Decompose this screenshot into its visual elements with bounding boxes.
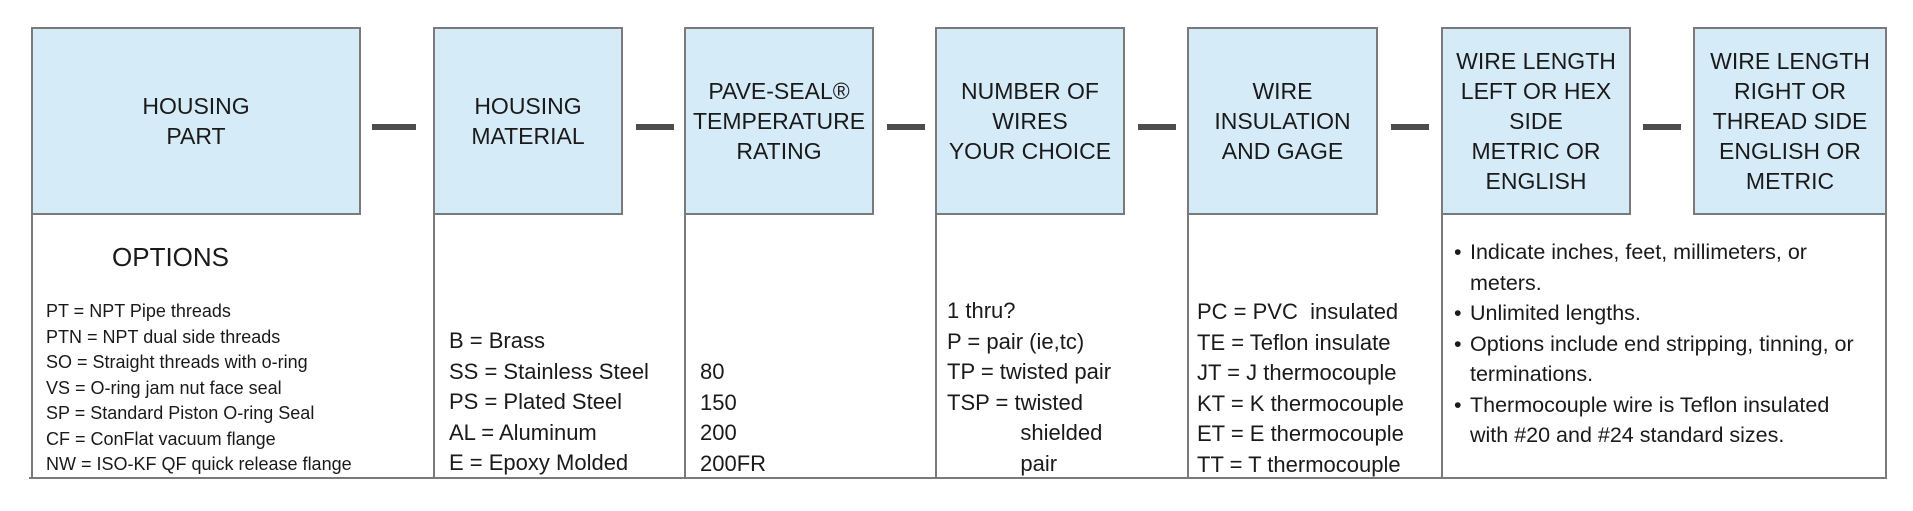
list-item: P = pair (ie,tc) [947, 328, 1085, 354]
connector-dash [372, 124, 416, 130]
wire-length-notes: Indicate inches, feet, millimeters, or m… [1454, 237, 1865, 451]
list-item: JT = J thermocouple [1197, 360, 1397, 385]
list-item: VS = O-ring jam nut face seal [46, 377, 282, 398]
list-item: 1 thru? [947, 298, 1016, 323]
header-temperature-rating: PAVE-SEAL® TEMPERATURE RATING [684, 27, 874, 215]
housing-part-options: PT = NPT Pipe threads PTN = NPT dual sid… [46, 299, 352, 478]
header-wire-length-left: WIRE LENGTH LEFT OR HEX SIDE METRIC OR E… [1441, 27, 1631, 215]
list-item: TT = T thermocouple [1197, 451, 1401, 477]
column-divider [1187, 213, 1189, 479]
number-of-wires-options: 1 thru? P = pair (ie,tc) TP = twisted pa… [947, 296, 1111, 479]
list-item: SS = Stainless Steel [449, 358, 649, 384]
housing-material-options: B = Brass SS = Stainless Steel PS = Plat… [449, 326, 649, 479]
header-housing-part-label: HOUSING PART [142, 93, 250, 149]
connector-dash [636, 124, 674, 130]
list-item: shielded [947, 420, 1103, 445]
baseline-rule [29, 477, 1887, 479]
bullet-note: Indicate inches, feet, millimeters, or m… [1454, 237, 1865, 298]
list-item: PS = Plated Steel [449, 389, 623, 414]
options-title: OPTIONS [112, 242, 230, 272]
header-housing-part: HOUSING PART [31, 27, 361, 215]
list-item: E = Epoxy Molded [449, 450, 629, 475]
header-temperature-rating-label: PAVE-SEAL® TEMPERATURE RATING [692, 78, 866, 164]
header-wire-insulation-label: WIRE INSULATION AND GAGE [1214, 78, 1351, 164]
list-item: PC = PVC insulated [1197, 299, 1399, 324]
header-number-of-wires-label: NUMBER OF WIRES YOUR CHOICE [948, 78, 1112, 164]
list-item: PT = NPT Pipe threads [46, 301, 231, 321]
list-item: CF = ConFlat vacuum flange [46, 428, 276, 449]
wire-insulation-options: PC = PVC insulated TE = Teflon insulate … [1197, 297, 1404, 480]
column-divider [1885, 213, 1887, 479]
list-item: AL = Aluminum [449, 419, 597, 445]
list-item: SP = Standard Piston O-ring Seal [46, 403, 315, 423]
list-item: 200FR [700, 450, 767, 476]
connector-dash [1391, 124, 1429, 130]
list-item: B = Brass [449, 328, 545, 353]
list-item: TE = Teflon insulate [1197, 329, 1391, 355]
header-wire-length-right-label: WIRE LENGTH RIGHT OR THREAD SIDE ENGLISH… [1710, 48, 1870, 194]
connector-dash [1138, 124, 1176, 130]
list-item: PTN = NPT dual side threads [46, 326, 281, 347]
list-item: 200 [700, 420, 737, 445]
list-item: SO = Straight threads with o-ring [46, 352, 308, 372]
connector-dash [887, 124, 925, 130]
temperature-rating-options: 80 150 200 200FR [700, 357, 766, 479]
header-number-of-wires: NUMBER OF WIRES YOUR CHOICE [935, 27, 1125, 215]
column-divider [935, 213, 937, 479]
header-wire-length-left-label: WIRE LENGTH LEFT OR HEX SIDE METRIC OR E… [1456, 48, 1616, 194]
list-item: pair [947, 450, 1058, 476]
list-item: TSP = twisted [947, 389, 1083, 415]
header-housing-material-label: HOUSING MATERIAL [471, 93, 585, 149]
header-housing-material: HOUSING MATERIAL [433, 27, 623, 215]
list-item: NW = ISO-KF QF quick release flange [46, 454, 352, 474]
column-divider [1441, 213, 1443, 479]
list-item: KT = K thermocouple [1197, 390, 1404, 416]
list-item: ET = E thermocouple [1197, 421, 1404, 446]
list-item: TP = twisted pair [947, 359, 1112, 384]
bullet-note: Thermocouple wire is Teflon insulated wi… [1454, 390, 1865, 451]
column-divider [684, 213, 686, 479]
column-divider [31, 213, 33, 479]
connector-dash [1643, 124, 1681, 130]
column-divider [433, 213, 435, 479]
bullet-note: Unlimited lengths. [1454, 298, 1865, 329]
list-item: 80 [700, 359, 725, 384]
header-wire-insulation: WIRE INSULATION AND GAGE [1187, 27, 1378, 215]
bullet-note: Options include end stripping, tinning, … [1454, 329, 1865, 390]
list-item: 150 [700, 389, 737, 415]
header-wire-length-right: WIRE LENGTH RIGHT OR THREAD SIDE ENGLISH… [1693, 27, 1887, 215]
